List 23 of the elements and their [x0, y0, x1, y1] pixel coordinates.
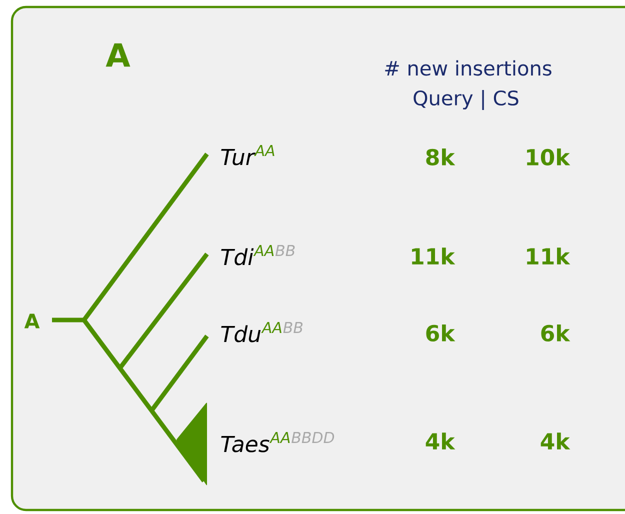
count-value: 8k: [426, 148, 456, 166]
panel-letter: A: [106, 43, 130, 67]
count-value: 6k: [426, 324, 456, 342]
genome-superscript: BB: [283, 322, 303, 333]
taxon-name: Tur: [221, 148, 256, 166]
count-value: 10k: [527, 148, 570, 166]
genome-superscript: BBDD: [292, 432, 334, 443]
column-header: Query | CS: [414, 90, 518, 110]
count-value: 11k: [412, 248, 456, 264]
count-value: 11k: [527, 248, 570, 264]
taxon-name: Tdu: [221, 325, 261, 342]
column-header: # new insertions: [385, 60, 552, 76]
count-value: 4k: [426, 432, 456, 450]
genome-superscript: AA: [261, 322, 282, 333]
taxon-name: Tdi: [221, 248, 254, 266]
genome-superscript: AA: [254, 145, 274, 156]
genome-superscript: AA: [269, 432, 290, 443]
count-value: 6k: [541, 324, 570, 342]
genome-superscript: AA: [253, 245, 274, 256]
count-value: 4k: [540, 432, 570, 450]
taxon-name: Taes: [221, 436, 270, 452]
node-label: A: [24, 314, 40, 328]
genome-superscript: BB: [275, 245, 295, 256]
